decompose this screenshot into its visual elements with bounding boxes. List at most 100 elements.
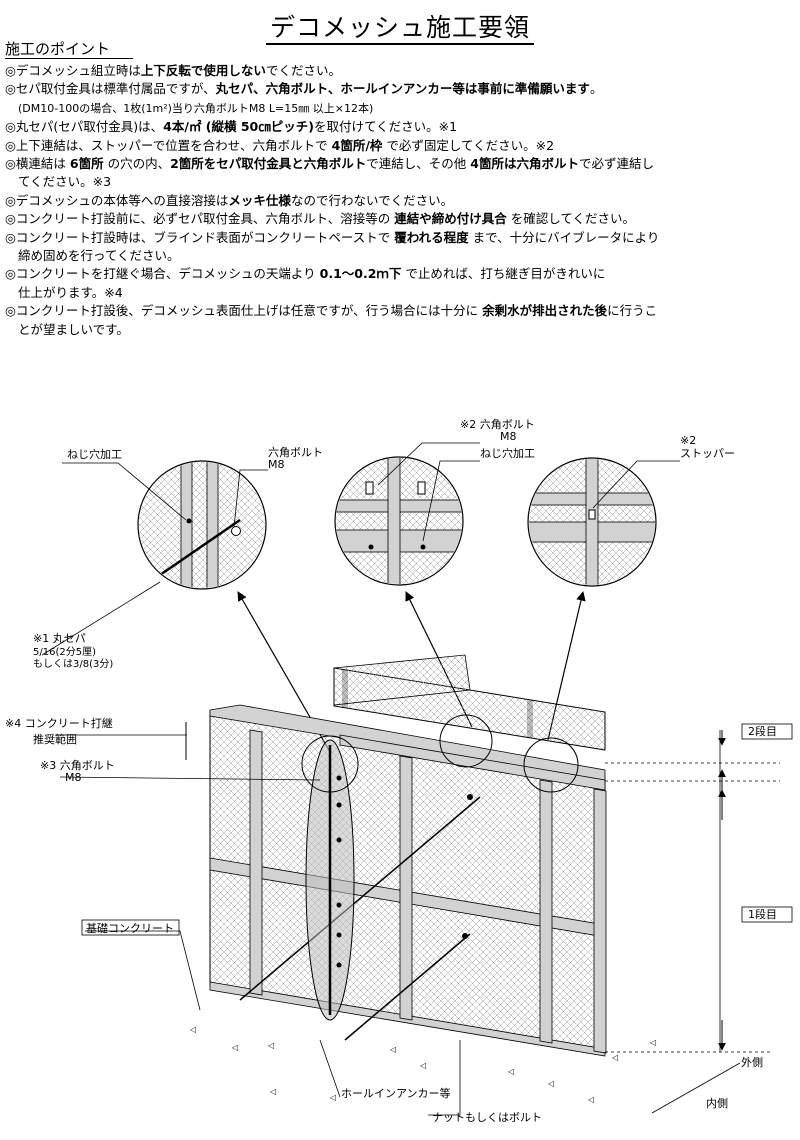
foundation-ground: ◁ ◁ ◁ ◁ ◁ ◁ ◁ ◁ ◁ ◁ ◁ ◁ (189, 1025, 656, 1104)
svg-text:◁: ◁ (267, 1041, 274, 1050)
point-line: ◎デコメッシュの本体等への直接溶接はメッキ仕様なので行わないでください。 (5, 192, 797, 210)
label-note2-stopper-mark: ※2 (680, 434, 696, 447)
point-line: ◎コンクリート打設後、デコメッシュ表面仕上げは任意ですが、行う場合には十分に 余… (5, 302, 797, 320)
stage2-box (741, 723, 793, 740)
label-note2-bolt: ※2 六角ボルト (460, 418, 535, 431)
point-text: 仕上がります。※4 (18, 284, 123, 300)
svg-text:◁: ◁ (419, 1061, 426, 1070)
label-note3-size: M8 (65, 771, 82, 784)
svg-text:◁: ◁ (269, 1087, 276, 1096)
point-text: 。 (589, 81, 603, 97)
emphasis-text: 4本/㎡ (縦横 50㎝ピッチ) (163, 119, 314, 135)
point-text: で連結し、その他 (366, 156, 471, 172)
label-hex-bolt-1-size: M8 (268, 458, 285, 471)
dimension-arrows (185, 722, 726, 1051)
point-text: ◎丸セパ(セパ取付金具)は、 (5, 119, 164, 135)
point-line: 締め固めを行ってください。 (5, 247, 797, 265)
points-list: ◎デコメッシュ組立時は上下反転で使用しないでください。◎セパ取付金具は標準付属品… (5, 62, 797, 339)
label-note4-2: 推奨範囲 (33, 732, 77, 746)
label-note3: ※3 六角ボルト (40, 759, 115, 772)
detail-circle-2 (334, 456, 464, 586)
point-text: ◎セパ取付金具は標準付属品ですが、 (5, 81, 216, 97)
emphasis-text: 上下反転で使用しない (140, 63, 266, 78)
point-text: ◎コンクリート打設前に、必ずセパ取付金具、六角ボルト、溶接等の (5, 211, 395, 227)
point-text: ◎コンクリートを打継ぐ場合、デコメッシュの天端より (5, 266, 320, 282)
point-line: とが望ましいです。 (5, 321, 797, 339)
point-text: ◎上下連結は、ストッパーで位置を合わせ、六角ボルトで (5, 137, 332, 153)
emphasis-text: 4箇所/枠 (331, 137, 383, 153)
point-text: なので行わないでください。 (290, 192, 454, 208)
point-text: を取付けてください。※1 (313, 119, 458, 135)
label-nut-or-bolt: ナットもしくはボルト (432, 1111, 542, 1124)
point-line: 仕上がります。※4 (5, 284, 797, 302)
svg-text:◁: ◁ (231, 1043, 238, 1052)
point-text: ◎コンクリート打設時は、ブラインド表面がコンクリートペーストで (5, 229, 395, 245)
point-text: (DM10-100の場合、1枚(1m²)当り六角ボルトM8 L=15㎜ 以上×1… (18, 101, 374, 115)
point-line: ◎上下連結は、ストッパーで位置を合わせ、六角ボルトで 4箇所/枠 で必ず固定して… (5, 137, 797, 155)
svg-text:◁: ◁ (329, 1093, 336, 1102)
point-line: ◎セパ取付金具は標準付属品ですが、丸セパ、六角ボルト、ホールインアンカー等は事前… (5, 80, 797, 98)
label-hex-bolt-1: 六角ボルト (268, 446, 323, 459)
point-text: ◎デコメッシュ組立時は (5, 63, 141, 78)
point-line: (DM10-100の場合、1枚(1m²)当り六角ボルトM8 L=15㎜ 以上×1… (5, 99, 797, 118)
stage1-box (741, 906, 793, 923)
point-text: ◎コンクリート打設後、デコメッシュ表面仕上げは任意ですが、行う場合には十分に (5, 303, 483, 319)
emphasis-text: メッキ仕様 (228, 192, 291, 208)
svg-text:◁: ◁ (649, 1038, 656, 1047)
detail-circle-1 (137, 460, 267, 590)
point-line: てください。※3 (5, 173, 797, 191)
svg-text:◁: ◁ (611, 1053, 618, 1062)
label-screw-hole-2: ねじ穴加工 (480, 446, 535, 460)
emphasis-text: 2箇所をセパ取付金具と六角ボルト (170, 156, 367, 172)
svg-text:◁: ◁ (587, 1095, 594, 1104)
point-text: 締め固めを行ってください。 (18, 248, 180, 264)
point-text: で止めれば、打ち継ぎ目がきれいに (401, 266, 606, 282)
label-note2-bolt-size: M8 (500, 430, 517, 443)
point-text: まで、十分にバイブレータにより (468, 229, 660, 245)
upper-panel (333, 654, 606, 751)
point-text: に行うこ (607, 303, 658, 319)
callout-circles (301, 714, 579, 793)
svg-text:◁: ◁ (547, 1079, 554, 1088)
label-foundation: 基礎コンクリート (86, 922, 174, 935)
point-text: でください。 (265, 63, 341, 78)
section-heading: 施工のポイント (5, 41, 133, 59)
label-hole-anchor: ホールインアンカー等 (341, 1086, 451, 1100)
label-outside: 外側 (741, 1056, 763, 1069)
point-line: ◎コンクリート打設前に、必ずセパ取付金具、六角ボルト、溶接等の 連結や締め付け具… (5, 210, 797, 228)
svg-text:◁: ◁ (507, 1067, 514, 1076)
emphasis-text: 覆われる程度 (394, 229, 469, 245)
point-line: ◎コンクリート打設時は、ブラインド表面がコンクリートペーストで 覆われる程度 ま… (5, 229, 797, 247)
label-note4-1: ※4 コンクリート打継 (5, 716, 113, 730)
point-line: ◎デコメッシュ組立時は上下反転で使用しないでください。 (5, 62, 797, 80)
label-screw-hole-1: ねじ穴加工 (67, 447, 122, 461)
svg-text:◁: ◁ (189, 1025, 196, 1034)
emphasis-text: 丸セパ、六角ボルト、ホールインアンカー等は事前に準備願います (215, 81, 590, 97)
foundation-box (81, 919, 180, 936)
point-text: とが望ましいです。 (18, 321, 129, 337)
point-text: で必ず固定してください。※2 (382, 137, 555, 153)
emphasis-text: 0.1～0.2ｍ下 (319, 266, 402, 282)
svg-text:◁: ◁ (389, 1045, 396, 1054)
leader-lines (41, 442, 780, 1116)
label-round-sep-size2: もしくは3/8(3分) (33, 658, 113, 670)
emphasis-text: 4箇所は六角ボルト (470, 156, 579, 172)
emphasis-text: 余剰水が排出された後 (482, 303, 608, 319)
emphasis-text: 6箇所 (69, 156, 104, 172)
page-title: デコメッシュ施工要領 (0, 8, 800, 45)
point-line: ◎コンクリートを打継ぐ場合、デコメッシュの天端より 0.1～0.2ｍ下 で止めれ… (5, 265, 797, 283)
point-text: てください。※3 (18, 174, 112, 190)
point-text: で必ず連結し (578, 156, 654, 172)
lower-panel (209, 704, 607, 1057)
detail-circle-3 (527, 457, 657, 587)
label-round-sep-size1: 5/16(2分5厘) (33, 646, 96, 658)
point-line: ◎横連結は 6箇所 の穴の内、2箇所をセパ取付金具と六角ボルトで連結し、その他 … (5, 155, 797, 173)
label-stopper: ストッパー (680, 447, 735, 460)
emphasis-text: 連結や締め付け具合 (394, 211, 507, 227)
point-text: を確認してください。 (506, 211, 636, 227)
label-inside: 内側 (706, 1096, 728, 1110)
point-text: ◎デコメッシュの本体等への直接溶接は (5, 192, 229, 208)
label-round-sep: ※1 丸セパ (33, 632, 86, 645)
point-line: ◎丸セパ(セパ取付金具)は、4本/㎡ (縦横 50㎝ピッチ)を取付けてください。… (5, 118, 797, 136)
